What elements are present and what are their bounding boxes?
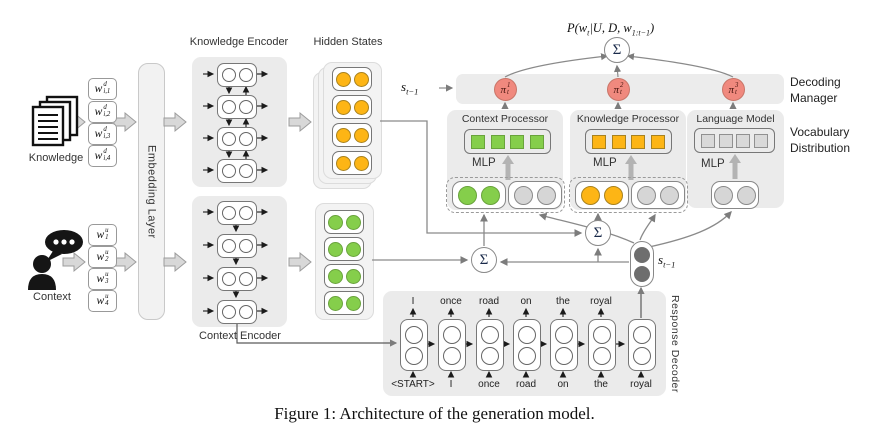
knowledge-encoder-cell <box>217 63 257 87</box>
figure-caption: Figure 1: Architecture of the generation… <box>274 404 595 423</box>
context-encoder-cell <box>217 267 257 291</box>
context-processor-vector <box>464 129 551 154</box>
decoder-output-word: on <box>520 296 532 307</box>
context-attention-sum-node: Σ <box>471 247 497 273</box>
decoder-input-word: road <box>515 379 536 390</box>
knowledge-processor-title: Knowledge Processor <box>576 113 680 125</box>
decoder-arrows <box>409 307 645 378</box>
knowledge-processor-input-group <box>569 177 688 213</box>
knowledge-state-cell <box>631 181 685 209</box>
knowledge-encoder-cell <box>217 159 257 183</box>
decoder-output-word: once <box>440 296 462 307</box>
decoder-cell <box>400 319 428 371</box>
response-decoder-label: Response Decoder <box>669 295 681 393</box>
embedding-layer-label: Embedding Layer <box>145 144 158 239</box>
context-input-label: Context <box>33 291 71 303</box>
final-sum-node: Σ <box>604 37 630 63</box>
context-hidden-cell <box>324 291 364 315</box>
context-processor-title: Context Processor <box>461 113 549 125</box>
context-attention-cell <box>452 181 506 209</box>
knowledge-hidden-cell <box>332 95 372 119</box>
context-encoder-cell <box>217 234 257 258</box>
context-encoder-cell <box>217 201 257 225</box>
knowledge-hidden-cell <box>332 151 372 175</box>
decoder-input-word: <START> <box>391 379 435 390</box>
knowledge-encoder-label: Knowledge Encoder <box>189 36 289 48</box>
decoder-input-word: royal <box>630 379 652 390</box>
decoder-input-word: the <box>594 379 608 390</box>
knowledge-encoder-cell <box>217 127 257 151</box>
knowledge-attention-cell <box>575 181 629 209</box>
output-distribution-formula: P(wt|U, D, w1:t−1) <box>567 21 655 38</box>
decoder-input-word: once <box>478 379 500 390</box>
language-model-mlp-label: MLP <box>701 158 725 170</box>
decoder-output-word: I <box>411 296 415 307</box>
state-label-left: st−1 <box>401 79 419 97</box>
decoder-init-wire <box>236 323 398 347</box>
decoder-cell <box>476 319 504 371</box>
knowledge-attention-sum-node: Σ <box>585 220 611 246</box>
context-person-icon <box>28 230 83 290</box>
knowledge-encoder-arrows <box>203 70 269 174</box>
embedding-layer-box: Embedding Layer <box>138 63 165 320</box>
context-hidden-cell <box>324 264 364 288</box>
decoder-input-word: on <box>557 379 569 390</box>
decoder-output-word: road <box>478 296 499 307</box>
decoder-cell <box>513 319 541 371</box>
hidden-states-label: Hidden States <box>313 36 383 48</box>
manager-wires <box>439 53 737 109</box>
context-state-cell <box>508 181 562 209</box>
knowledge-hidden-cell <box>332 67 372 91</box>
state-label-right: st−1 <box>658 252 676 270</box>
language-model-vector <box>694 128 775 153</box>
knowledge-processor-vector <box>585 129 672 154</box>
knowledge-encoder-cell <box>217 95 257 119</box>
decoder-cell <box>550 319 578 371</box>
knowledge-documents-icon <box>31 95 79 147</box>
context-encoder-arrows <box>203 208 269 315</box>
context-processor-mlp-label: MLP <box>472 157 496 169</box>
decoder-output-word: the <box>556 296 570 307</box>
context-hidden-cell <box>324 237 364 261</box>
decoder-output-word: royal <box>590 296 612 307</box>
language-model-state-cell <box>711 181 759 209</box>
decoder-state-node <box>630 241 654 287</box>
decoder-cell <box>588 319 616 371</box>
knowledge-hidden-cell <box>332 123 372 147</box>
context-encoder-label: Context Encoder <box>199 330 281 342</box>
knowledge-processor-mlp-label: MLP <box>593 157 617 169</box>
context-processor-input-group <box>446 177 565 213</box>
language-model-title: Language Model <box>696 113 775 125</box>
knowledge-input-label: Knowledge <box>28 152 84 164</box>
context-encoder-cell <box>217 300 257 324</box>
decoder-cell <box>628 319 656 371</box>
context-hidden-cell <box>324 210 364 234</box>
decoder-input-word: I <box>449 379 453 390</box>
attention-wires <box>372 120 732 266</box>
decoder-cell <box>438 319 466 371</box>
